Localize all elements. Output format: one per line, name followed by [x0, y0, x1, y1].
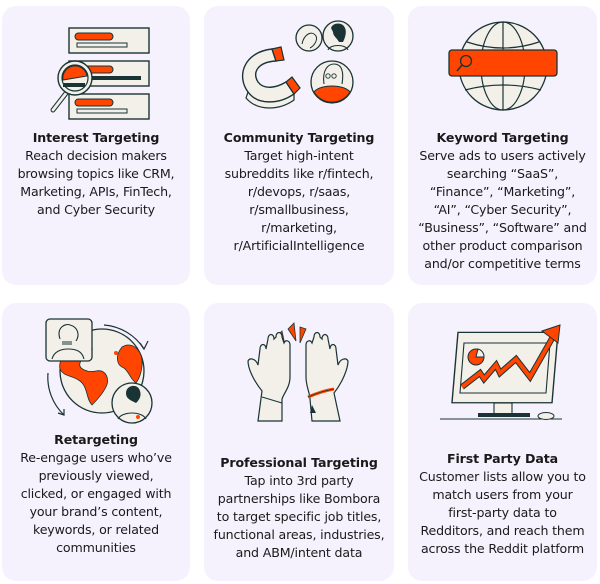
magnifier-list-icon — [2, 18, 190, 122]
card-description: Target high-intent subreddits like r/fin… — [224, 148, 374, 253]
card-title: Community Targeting — [223, 130, 375, 145]
card-title: Professional Targeting — [220, 455, 378, 470]
card-retargeting: Retargeting Re-engage users who’ve previ… — [2, 303, 190, 581]
card-title: Keyword Targeting — [436, 130, 569, 145]
globe-search-bar-icon — [408, 18, 597, 114]
card-interest-targeting: Interest Targeting Reach decision makers… — [2, 6, 190, 285]
card-description: Reach decision makers browsing topics li… — [17, 148, 175, 217]
magnet-people-icon — [204, 14, 394, 112]
card-description: Tap into 3rd party partnerships like Bom… — [213, 473, 385, 560]
globe-retarget-icon — [2, 317, 190, 425]
high-five-icon — [204, 317, 394, 425]
monitor-growth-chart-icon — [408, 315, 597, 421]
card-community-targeting: Community Targeting Target high-intent s… — [204, 6, 394, 285]
card-title: Interest Targeting — [32, 130, 160, 145]
card-first-party-data: First Party Data Customer lists allow yo… — [408, 303, 597, 581]
card-keyword-targeting: Keyword Targeting Serve ads to users act… — [408, 6, 597, 285]
card-title: First Party Data — [446, 451, 559, 466]
card-professional-targeting: Professional Targeting Tap into 3rd part… — [204, 303, 394, 581]
card-description: Re-engage users who’ve previously viewed… — [20, 450, 172, 555]
card-title: Retargeting — [54, 432, 138, 447]
card-description: Customer lists allow you to match users … — [419, 469, 586, 556]
card-description: Serve ads to users actively searching “S… — [418, 148, 587, 271]
